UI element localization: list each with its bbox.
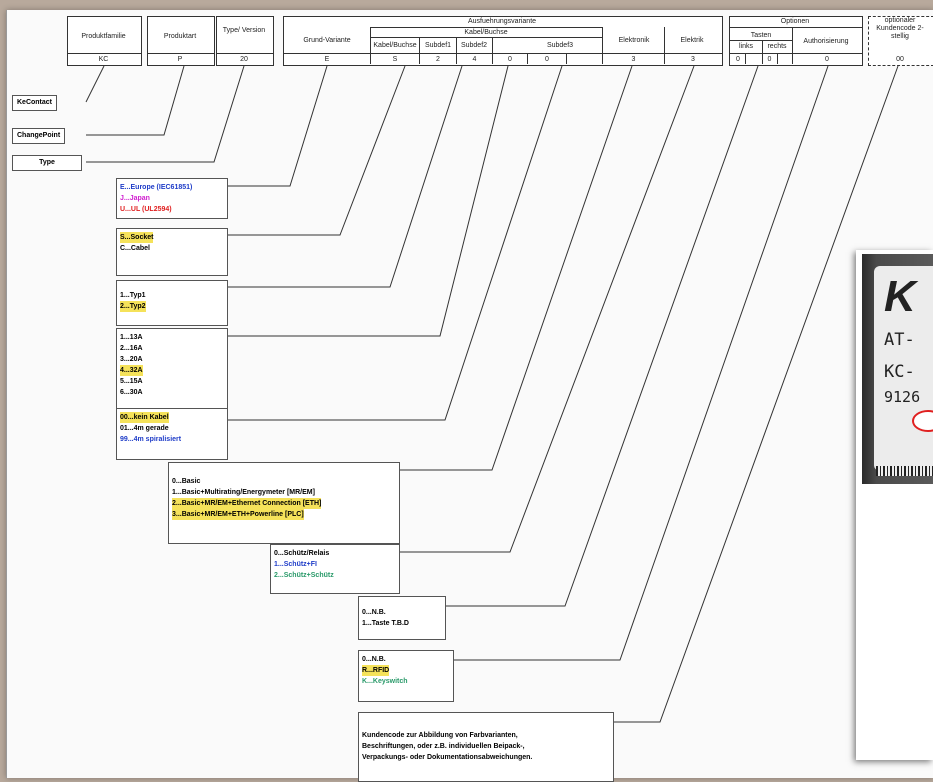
box-elektronik: 0...Basic 1...Basic+Multirating/Energyme… xyxy=(168,462,400,544)
option-basic: 0...Basic xyxy=(172,478,201,485)
label-type: Type xyxy=(12,155,82,171)
value-3b: 3 xyxy=(691,56,695,63)
option-32a: 4...32A xyxy=(120,365,143,376)
value-00: 00 xyxy=(896,56,904,63)
box-elektrik: 0...Schütz/Relais 1...Schütz+FI 2...Schü… xyxy=(270,544,400,594)
value-0b: 0 xyxy=(545,56,549,63)
option-socket: S...Socket xyxy=(120,232,154,243)
header-produktfamilie-label: Produktfamilie xyxy=(81,33,126,40)
box-tasten: 0...N.B. 1...Taste T.B.D xyxy=(358,596,446,640)
header-ausfuehrungsvariante xyxy=(283,16,723,66)
header-produktart xyxy=(147,16,215,66)
nameplate-line-1: AT- xyxy=(884,330,915,350)
option-4m-spiral: 99...4m spiralisiert xyxy=(120,436,182,443)
header-elektrik-label: Elektrik xyxy=(680,37,704,44)
header-kabel-buchse-label: Kabel/Buchse xyxy=(464,29,508,36)
kundencode-line-1: Kundencode zur Abbildung von Farbvariant… xyxy=(362,732,518,739)
nameplate-line-3: 9126 xyxy=(884,388,921,406)
box-kundencode: Kundencode zur Abbildung von Farbvariant… xyxy=(358,712,614,782)
header-produktart-label: Produktart xyxy=(163,33,197,40)
value-4: 4 xyxy=(472,56,477,63)
option-keyswitch: K...Keyswitch xyxy=(362,678,408,685)
option-30a: 6...30A xyxy=(120,389,143,396)
option-tasten-nb: 0...N.B. xyxy=(362,609,386,616)
option-basic-mr-em: 1...Basic+Multirating/Energymeter [MR/EM… xyxy=(172,489,315,496)
option-typ2: 2...Typ2 xyxy=(120,301,146,312)
header-tasten-label: Tasten xyxy=(750,32,772,39)
option-13a: 1...13A xyxy=(120,334,143,341)
header-subdef1-label: Subdef1 xyxy=(424,42,452,49)
value-0e: 0 xyxy=(825,56,829,63)
header-ausfuehrungsvariante-label: Ausfuehrungsvariante xyxy=(467,18,537,25)
header-authorisierung-label: Authorisierung xyxy=(803,38,849,45)
value-p: P xyxy=(177,56,183,63)
value-2: 2 xyxy=(436,56,440,63)
nameplate-line-2: KC- xyxy=(884,362,915,382)
value-0d: 0 xyxy=(767,56,772,63)
value-0a: 0 xyxy=(508,56,512,63)
option-cabel: C...Cabel xyxy=(120,245,150,252)
header-subdef2-label: Subdef2 xyxy=(460,42,488,49)
barcode xyxy=(876,466,933,476)
option-basic-plc: 3...Basic+MR/EM+ETH+Powerline [PLC] xyxy=(172,509,304,520)
option-europe: E...Europe (IEC61851) xyxy=(120,184,193,191)
value-3: 3 xyxy=(631,56,636,63)
option-typ1: 1...Typ1 xyxy=(120,292,146,299)
box-amps: 1...13A 2...16A 3...20A 4...32A 5...15A … xyxy=(116,328,228,410)
option-20a: 3...20A xyxy=(120,356,143,363)
header-kundencode-label: optionaler Kundencode 2-stellig xyxy=(876,17,924,40)
header-optionen xyxy=(729,16,863,66)
option-schuetz-fi: 1...Schütz+FI xyxy=(274,561,317,568)
header-subdef3-label: Subdef3 xyxy=(546,42,574,49)
header-rechts-label: rechts xyxy=(767,43,787,50)
header-type-version xyxy=(216,16,274,66)
kundencode-line-3: Verpackungs- oder Dokumentationsabweichu… xyxy=(362,754,533,761)
option-taste-tbd: 1...Taste T.B.D xyxy=(362,620,409,627)
value-s: S xyxy=(392,56,398,63)
label-kecontact: KeContact xyxy=(12,95,58,111)
header-produktfamilie xyxy=(67,16,142,66)
option-rfid: R...RFID xyxy=(362,665,390,676)
option-4m-gerade: 01...4m gerade xyxy=(120,425,169,432)
option-auth-nb: 0...N.B. xyxy=(362,656,386,663)
box-typ: 1...Typ1 2...Typ2 xyxy=(116,280,228,326)
option-japan: J...Japan xyxy=(120,195,150,202)
option-schuetz-relais: 0...Schütz/Relais xyxy=(274,550,330,557)
option-schuetz-schuetz: 2...Schütz+Schütz xyxy=(274,572,334,579)
box-grund-variante: E...Europe (IEC61851) J...Japan U...UL (… xyxy=(116,178,228,219)
header-optionen-label: Optionen xyxy=(780,18,810,25)
option-ul: U...UL (UL2594) xyxy=(120,206,172,213)
header-kundencode xyxy=(868,16,933,66)
red-oval-marker xyxy=(912,410,933,432)
label-changepoint: ChangePoint xyxy=(12,128,66,144)
header-links-label: links xyxy=(738,43,753,50)
header-kabel-buchse-sub-label: Kabel/Buchse xyxy=(373,42,417,49)
nameplate: K AT- KC- 9126 xyxy=(862,254,933,484)
value-kc: KC xyxy=(98,56,109,63)
option-15a: 5...15A xyxy=(120,378,143,385)
header-type-version-label: Type/ Version xyxy=(222,27,266,34)
option-16a: 2...16A xyxy=(120,345,143,352)
option-kein-kabel: 00...kein Kabel xyxy=(120,412,169,423)
value-20: 20 xyxy=(240,56,248,63)
option-basic-eth: 2...Basic+MR/EM+Ethernet Connection [ETH… xyxy=(172,498,322,509)
value-e: E xyxy=(324,56,330,63)
value-0c: 0 xyxy=(736,56,740,63)
header-grund-variante-label: Grund-Variante xyxy=(303,37,351,44)
nameplate-logo: K xyxy=(884,272,916,321)
box-cable-length: 00...kein Kabel 01...4m gerade 99...4m s… xyxy=(116,408,228,460)
header-elektronik-label: Elektronik xyxy=(618,37,650,44)
box-socket-cable: S...Socket C...Cabel xyxy=(116,228,228,276)
kundencode-line-2: Beschriftungen, oder z.B. individuellen … xyxy=(362,743,525,750)
box-authorisierung: 0...N.B. R...RFID K...Keyswitch xyxy=(358,650,454,702)
